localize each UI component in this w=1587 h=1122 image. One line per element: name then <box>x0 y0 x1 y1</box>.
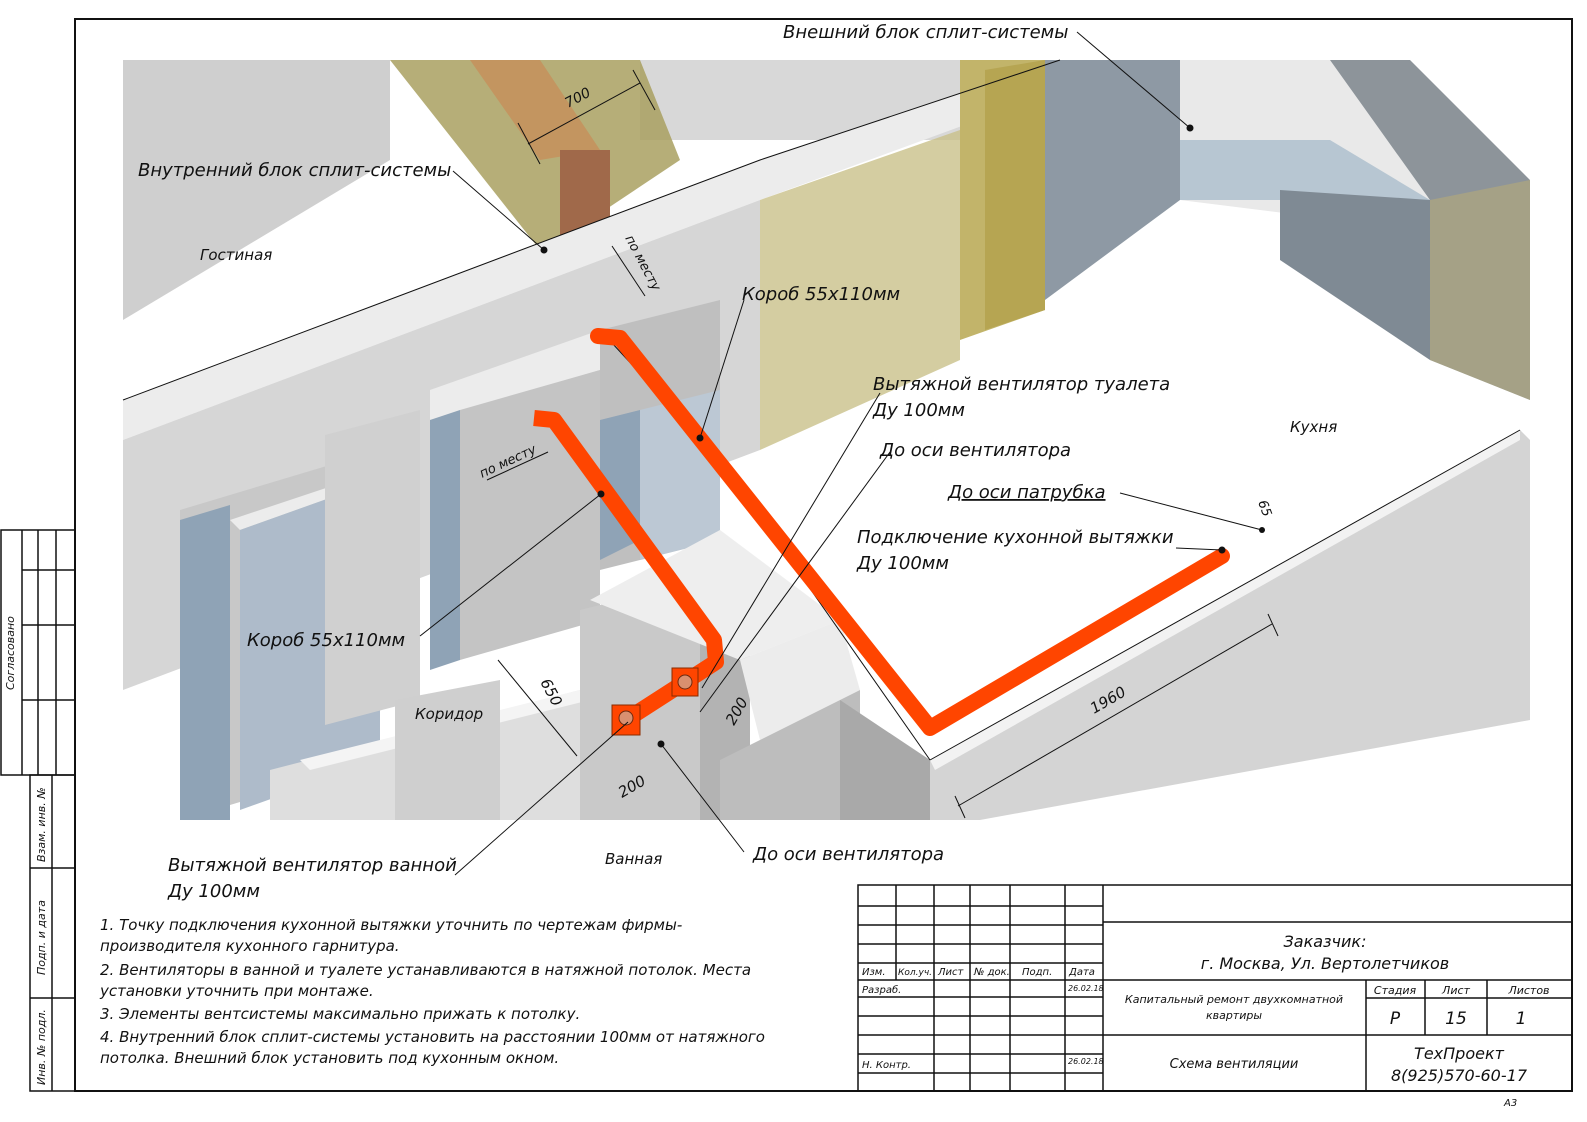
note-line-3: 2. Вентиляторы в ванной и туалете устана… <box>100 961 751 979</box>
tb-sheet-header: Лист <box>1441 984 1470 997</box>
stamp-inv-repl: Взам. инв. № <box>35 787 48 862</box>
label-outdoor-unit: Внешний блок сплит-системы <box>783 22 1068 43</box>
note-line-6: 4. Внутренний блок сплит-системы установ… <box>100 1028 765 1046</box>
label-kitchen: Кухня <box>1290 418 1337 436</box>
label-hood: Подключение кухонной вытяжки <box>857 527 1174 548</box>
tb-sheets: 1 <box>1516 1009 1527 1029</box>
tb-stage: Р <box>1390 1009 1401 1029</box>
tb-h-doc: № док. <box>973 967 1010 978</box>
leader-dots <box>540 124 1265 748</box>
tb-norm-control: Н. Контр. <box>862 1060 911 1071</box>
side-stamp <box>0 529 76 1092</box>
label-bath-fan-size: Ду 100мм <box>167 881 260 902</box>
tb-project-1: Капитальный ремонт двухкомнатной <box>1125 993 1343 1006</box>
duct-top-run <box>590 328 1230 736</box>
label-to-fan-axis-top: До оси вентилятора <box>879 440 1071 461</box>
diagram-labels: Внешний блок сплит-системы Внутренний бл… <box>138 22 1337 902</box>
tb-h-list: Лист <box>937 967 965 978</box>
duct-network <box>533 328 1230 736</box>
label-to-fan-axis-bottom: До оси вентилятора <box>752 844 944 865</box>
leader-lines <box>419 31 1279 876</box>
tb-sheet: 15 <box>1445 1009 1467 1029</box>
note-line-1: 1. Точку подключения кухонной вытяжки ут… <box>100 916 682 934</box>
dim-65: 65 <box>1254 498 1274 519</box>
label-duct-left: Короб 55х110мм <box>247 630 405 651</box>
tb-customer-2: г. Москва, Ул. Вертолетчиков <box>1201 954 1449 973</box>
label-duct-top: Короб 55х110мм <box>742 284 900 305</box>
notes: 1. Точку подключения кухонной вытяжки ут… <box>99 916 765 1067</box>
title-block-text: Изм. Кол.уч. Лист № док. Подп. Дата Разр… <box>862 932 1550 1109</box>
tb-sheets-header: Листов <box>1507 984 1549 997</box>
stamp-inv-orig: Инв. № подл. <box>35 1009 48 1085</box>
title-block <box>857 884 1573 1092</box>
label-toilet-fan: Вытяжной вентилятор туалета <box>873 374 1170 395</box>
tb-h-izm: Изм. <box>862 967 886 978</box>
label-indoor-unit: Внутренний блок сплит-системы <box>138 160 451 181</box>
tb-stage-header: Стадия <box>1374 984 1417 997</box>
label-hood-size: Ду 100мм <box>856 553 949 574</box>
tb-company-phone: 8(925)570-60-17 <box>1391 1066 1528 1085</box>
label-bathroom: Ванная <box>605 850 662 868</box>
tb-norm-date: 26.02.18 <box>1068 1057 1104 1066</box>
tb-project-2: квартиры <box>1206 1009 1262 1022</box>
stamp-agreed: Согласовано <box>4 616 17 690</box>
note-line-2: производителя кухонного гарнитура. <box>100 937 400 955</box>
note-line-5: 3. Элементы вентсистемы максимально приж… <box>100 1005 580 1023</box>
stamp-sign-date: Подп. и дата <box>35 900 48 975</box>
building-model <box>122 59 1530 820</box>
note-line-7: потолка. Внешний блок установить под кух… <box>100 1049 559 1067</box>
tb-company: ТехПроект <box>1414 1044 1505 1063</box>
note-line-4: установки уточнить при монтаже. <box>99 982 374 1000</box>
tb-h-sign: Подп. <box>1022 967 1052 978</box>
tb-developed-date: 26.02.18 <box>1068 984 1104 993</box>
tb-format: А3 <box>1503 1098 1517 1109</box>
tb-h-date: Дата <box>1068 967 1095 978</box>
label-corridor: Коридор <box>415 705 483 723</box>
label-living-room: Гостиная <box>200 246 272 264</box>
label-bath-fan: Вытяжной вентилятор ванной <box>168 855 457 876</box>
tb-drawing-title: Схема вентиляции <box>1170 1057 1299 1072</box>
label-to-pipe-axis: До оси патрубка <box>947 482 1106 503</box>
tb-developed: Разраб. <box>862 984 901 996</box>
tb-customer-1: Заказчик: <box>1284 932 1367 951</box>
label-toilet-fan-size: Ду 100мм <box>872 400 965 421</box>
tb-h-kol: Кол.уч. <box>898 968 932 978</box>
